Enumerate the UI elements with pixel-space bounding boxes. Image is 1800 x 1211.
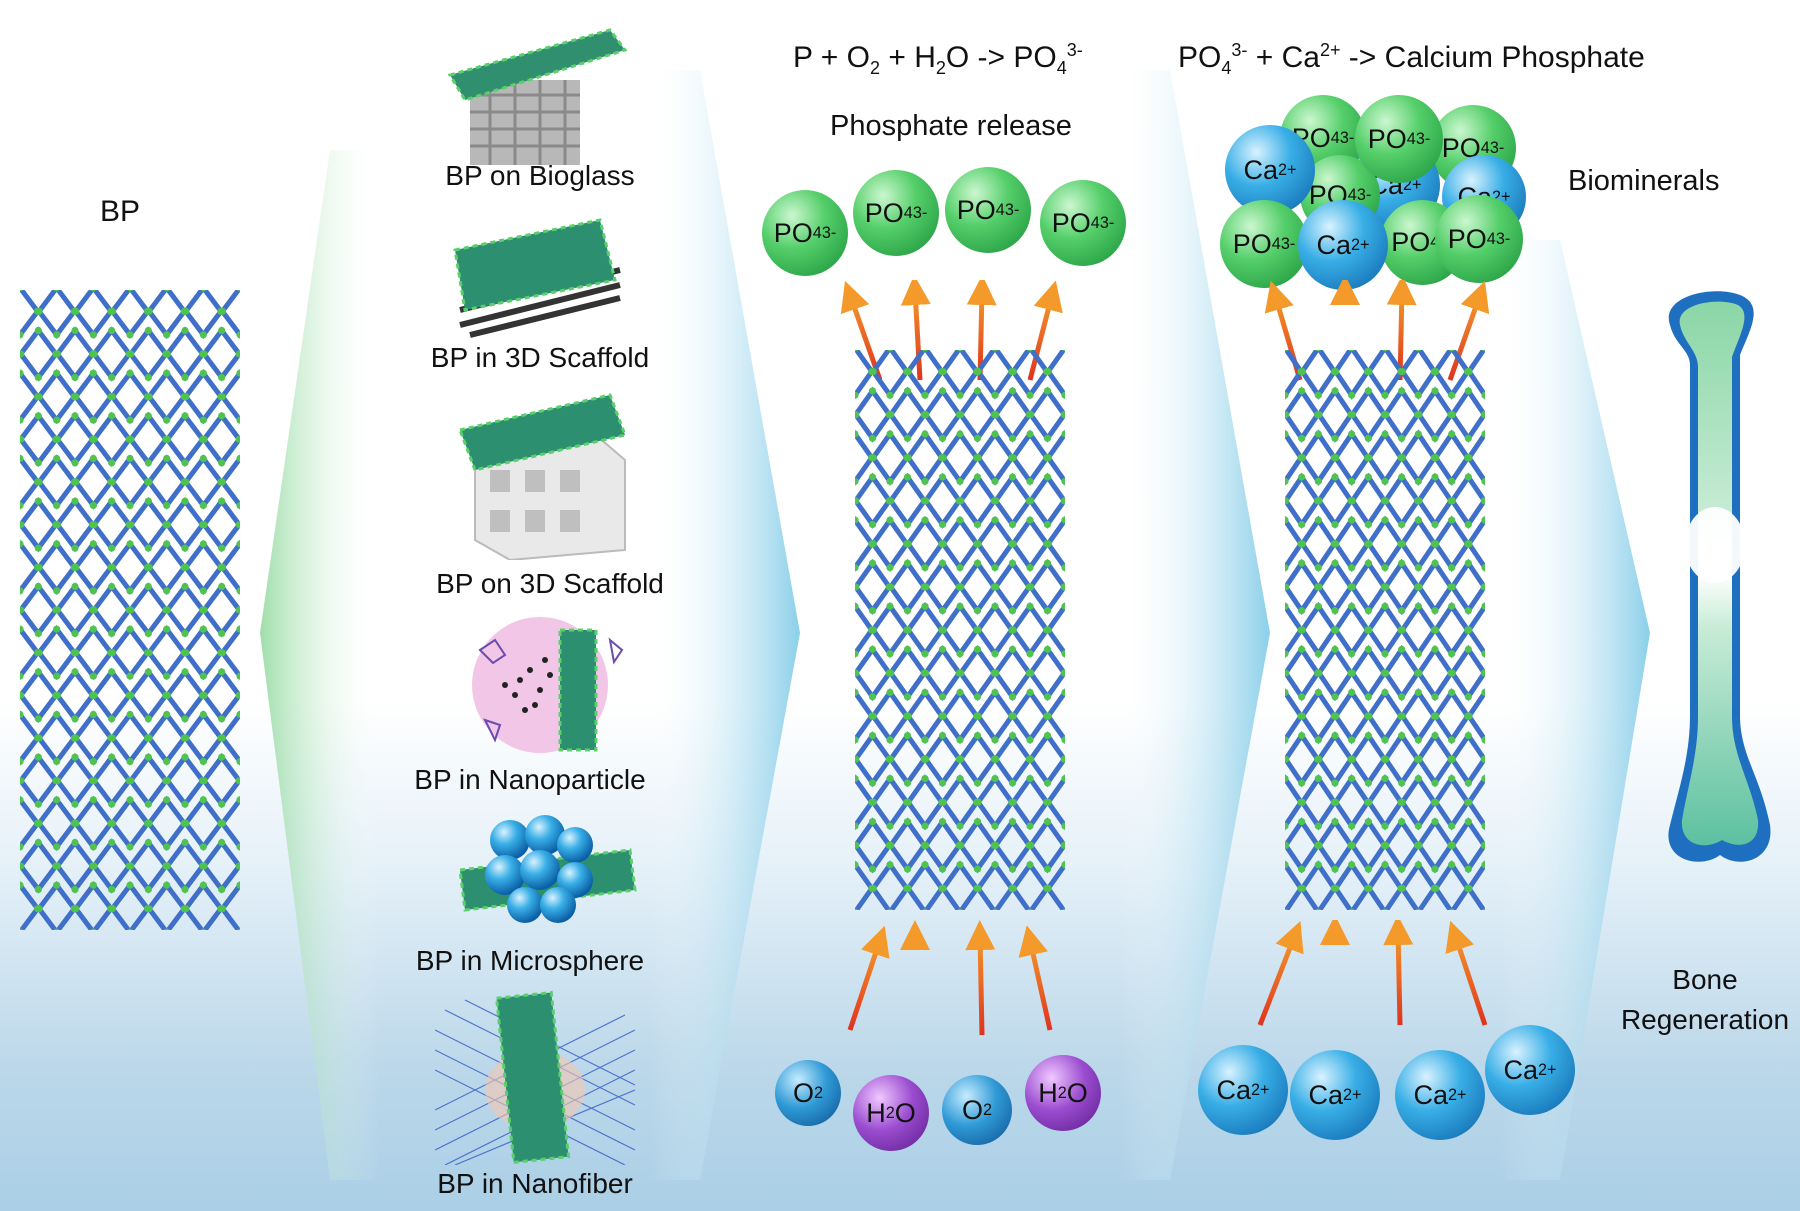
bp-on-bioglass-illustration [447,28,628,165]
biominerals-label: Biominerals [1568,165,1720,197]
calcium-phosphate-cluster: PO43- PO43- Ca2+ PO43- Ca2+ PO43- Ca2+ P… [1220,95,1530,305]
calcium-arrows [1257,920,1488,1026]
bone-regeneration-label: Bone Regeneration [1615,960,1795,1040]
bp-in-nanofiber-illustration [435,990,635,1165]
equation-phosphate-formation: P + O2 + H2O -> PO43- [793,40,1083,78]
bp-nanotube [20,290,240,930]
bp-label: BP [100,195,141,228]
bp-on-3d-scaffold-illustration [457,393,628,560]
bp-in-nanofiber-label: BP in Nanofiber [437,1168,633,1199]
phosphate-release-label: Phosphate release [830,110,1072,142]
bp-on-3d-scaffold-label: BP on 3D Scaffold [436,568,664,599]
mineral-release-arrows [1264,280,1490,381]
bp-in-microsphere-illustration [458,815,637,923]
bp-nanotube-phosphate-release [855,350,1065,910]
equation-calcium-phosphate: PO43- + Ca2+ -> Calcium Phosphate [1178,40,1645,78]
reactant-arrows [847,920,1053,1036]
bone-icon [1668,291,1771,862]
chevron-left-pointing [260,150,380,1180]
bp-nanotube-calcium-binding [1285,350,1485,910]
chevron-right-2 [1120,70,1270,1180]
bp-in-3d-scaffold-illustration [453,218,621,338]
bp-in-microsphere-label: BP in Microsphere [415,945,645,976]
bp-on-bioglass-label: BP on Bioglass [445,160,635,191]
chevron-right-3 [1500,240,1650,1180]
bp-in-3d-scaffold-label: BP in 3D Scaffold [430,342,650,373]
bone-regeneration-line2: Regeneration [1620,1004,1790,1035]
bp-in-nanoparticle-illustration [472,617,624,753]
bone-regeneration-line1: Bone [1672,964,1738,995]
bp-in-nanoparticle-label: BP in Nanoparticle [414,764,646,795]
chevron-right-1 [650,70,800,1180]
